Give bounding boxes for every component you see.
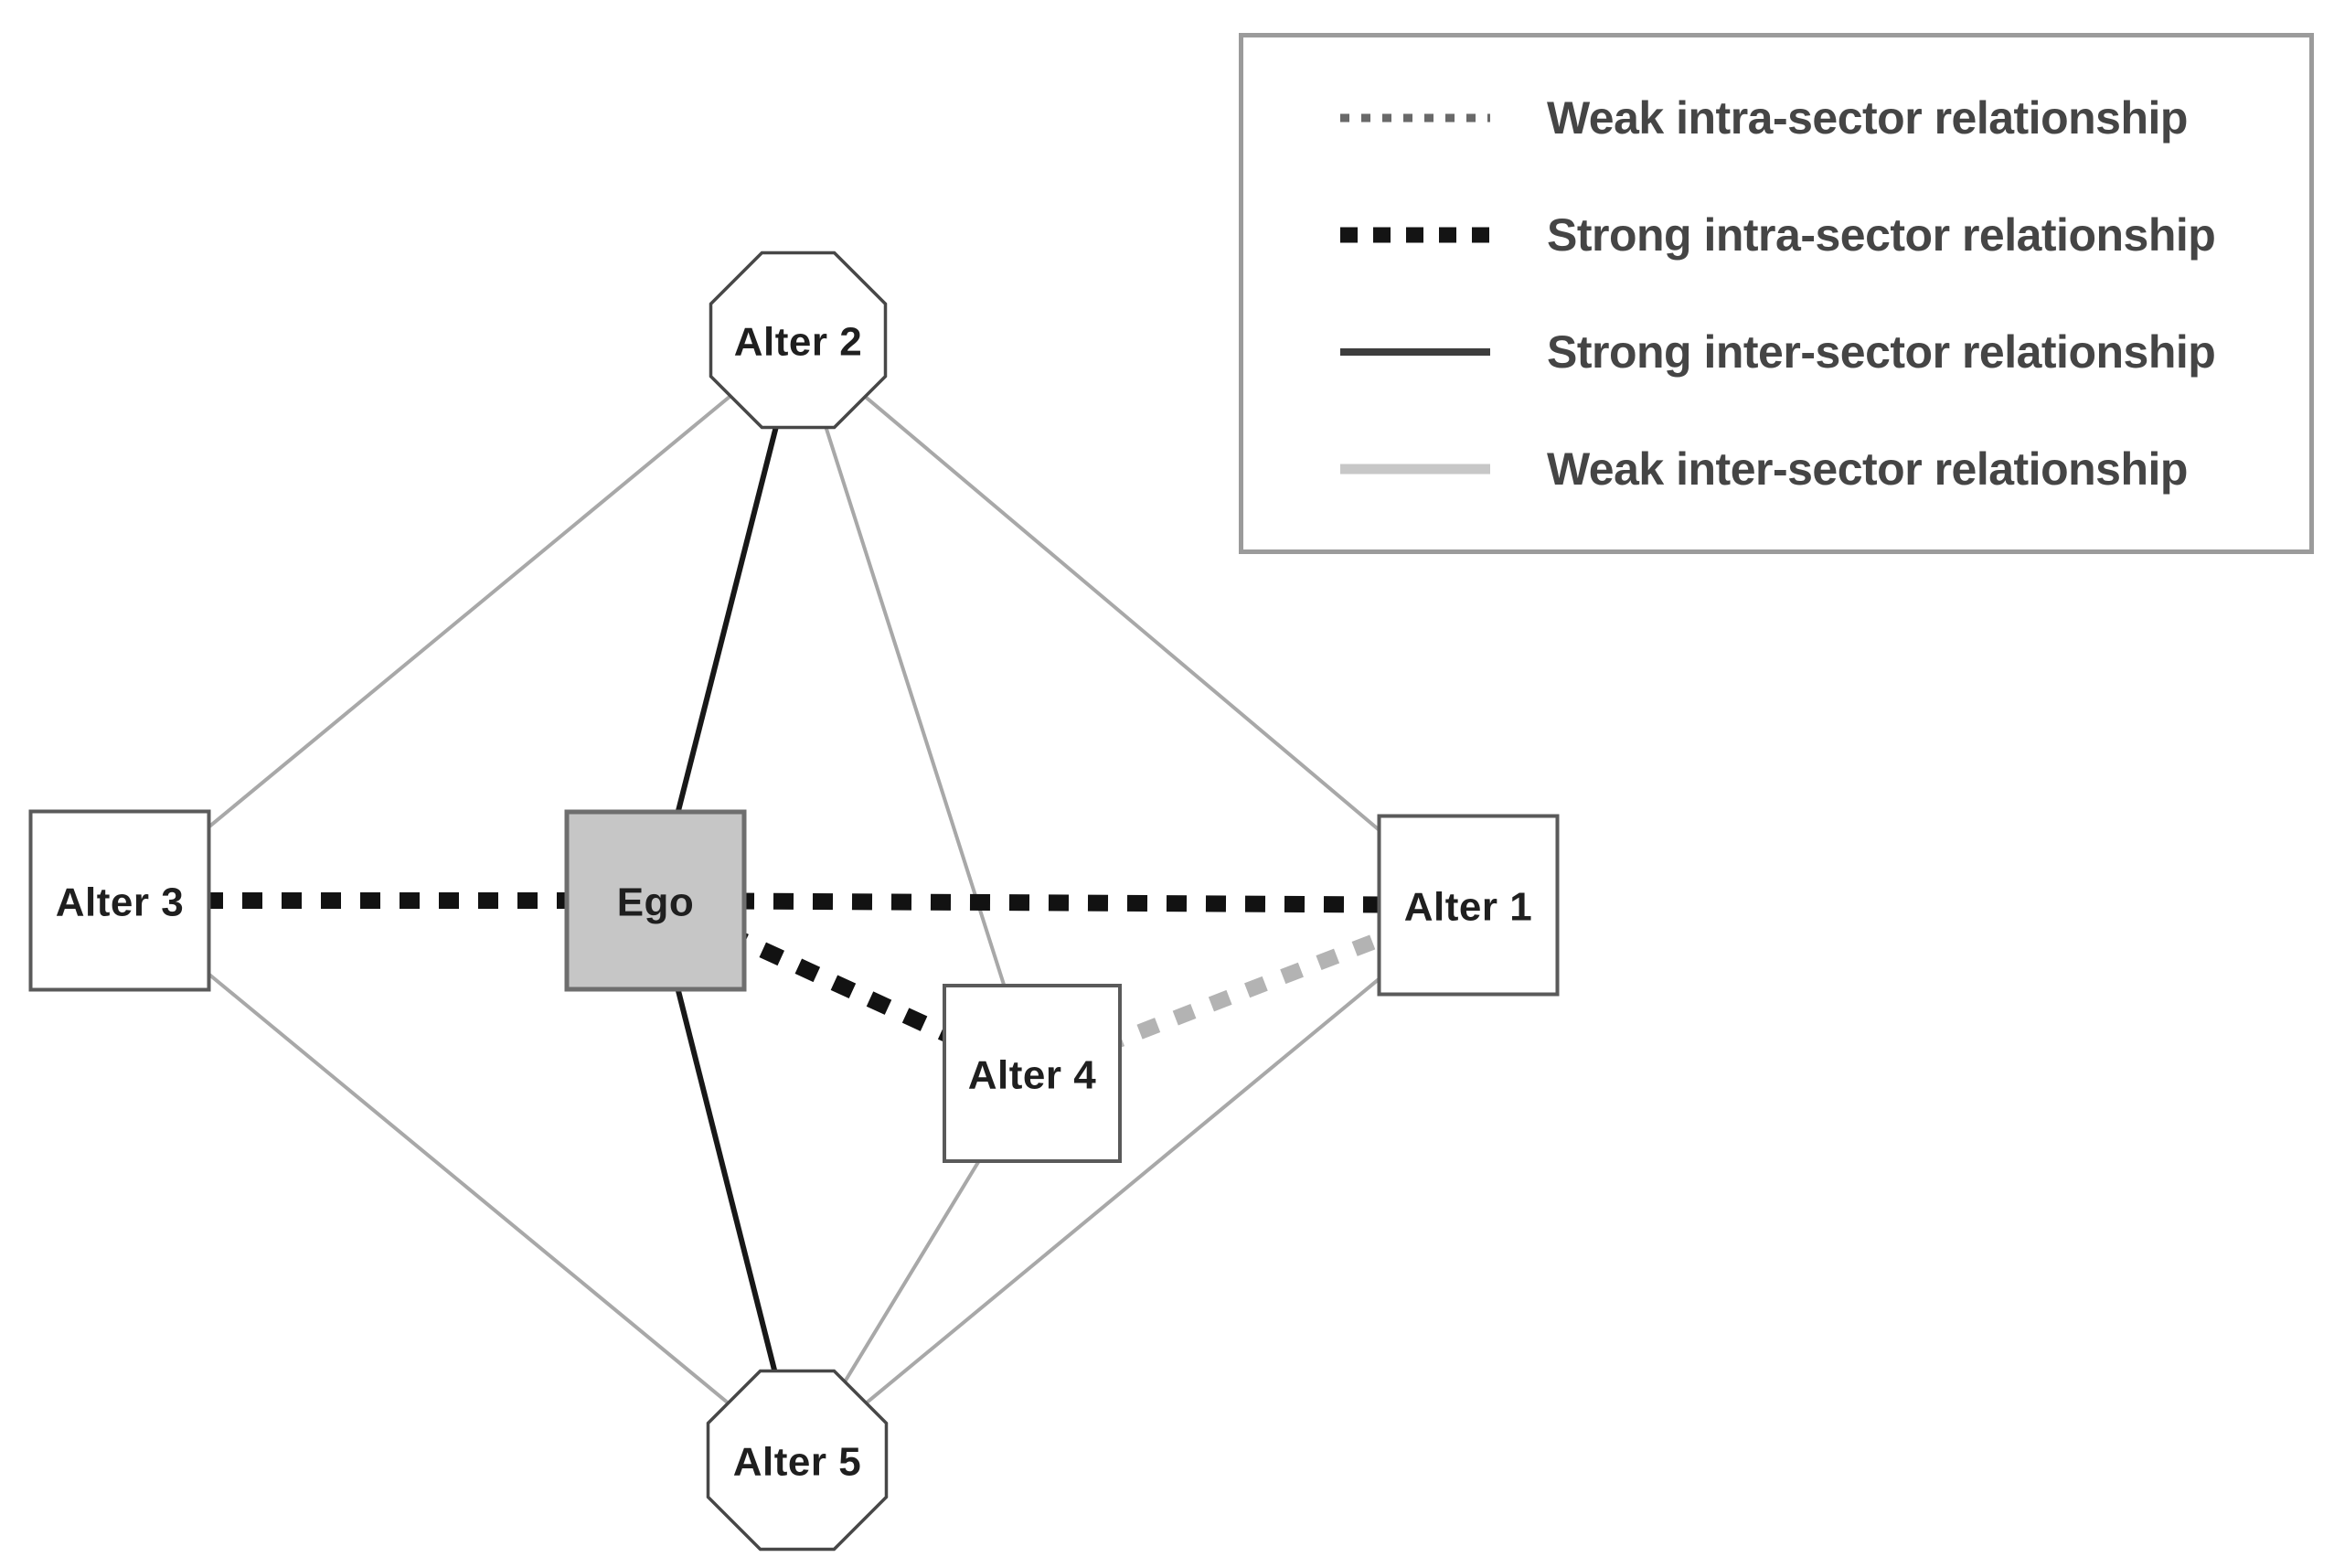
weak-intra-dash-sample-icon: [1338, 107, 1492, 129]
square-shape: [1377, 814, 1560, 997]
node-alter4: Alter 4: [943, 984, 1122, 1163]
legend-label-strong-inter: Strong inter-sector relationship: [1547, 326, 2216, 378]
node-label: Alter 2: [734, 320, 862, 365]
node-alter2: Alter 2: [709, 251, 888, 430]
octagon-shape: [709, 251, 888, 430]
node-alter5: Alter 5: [706, 1369, 889, 1552]
edge-alter3-alter2-weak-inter: [118, 338, 800, 902]
octagon-shape: [706, 1369, 889, 1552]
node-alter3: Alter 3: [28, 809, 211, 992]
legend-item-strong-inter: Strong inter-sector relationship: [1243, 293, 2309, 411]
node-label: Ego: [617, 880, 695, 925]
legend-item-weak-inter: Weak inter-sector relationship: [1243, 411, 2309, 528]
edge-alter5-alter1-weak-inter: [795, 903, 1470, 1462]
strong-intra-dash-sample-icon: [1338, 224, 1492, 246]
edge-ego-alter1-strong-intra: [655, 892, 1469, 913]
node-label: Alter 5: [733, 1440, 861, 1485]
node-label: Alter 4: [968, 1053, 1096, 1098]
node-ego: Ego: [564, 809, 747, 992]
node-label: Alter 3: [56, 880, 184, 925]
legend-label-strong-intra: Strong intra-sector relationship: [1547, 209, 2216, 261]
legend-box: Weak intra-sector relationship Strong in…: [1239, 33, 2314, 554]
edge-alter3-alter5-weak-inter: [118, 899, 799, 1462]
legend-item-strong-intra: Strong intra-sector relationship: [1243, 176, 2309, 293]
legend-item-weak-intra: Weak intra-sector relationship: [1243, 59, 2309, 176]
strong-inter-line-sample-icon: [1338, 341, 1492, 363]
square-shape: [564, 809, 747, 992]
legend-label-weak-inter: Weak inter-sector relationship: [1547, 443, 2188, 495]
edge-alter2-alter4-weak-inter: [796, 339, 1034, 1074]
edge-alter2-alter1-weak-inter: [796, 338, 1470, 907]
edge-ego-alter5-strong-inter: [653, 900, 800, 1461]
edge-ego-alter4-strong-intra: [652, 892, 1036, 1082]
node-label: Alter 1: [1404, 885, 1532, 930]
square-shape: [943, 984, 1122, 1163]
nodes-layer: Alter 2 Alter 3 Ego Alter 1 Alter 4 Alter 5: [28, 251, 1560, 1552]
square-shape: [28, 809, 211, 992]
edge-ego-alter2-strong-inter: [653, 339, 801, 901]
weak-inter-line-sample-icon: [1338, 458, 1492, 480]
node-alter1: Alter 1: [1377, 814, 1560, 997]
legend-label-weak-intra: Weak intra-sector relationship: [1547, 92, 2188, 144]
